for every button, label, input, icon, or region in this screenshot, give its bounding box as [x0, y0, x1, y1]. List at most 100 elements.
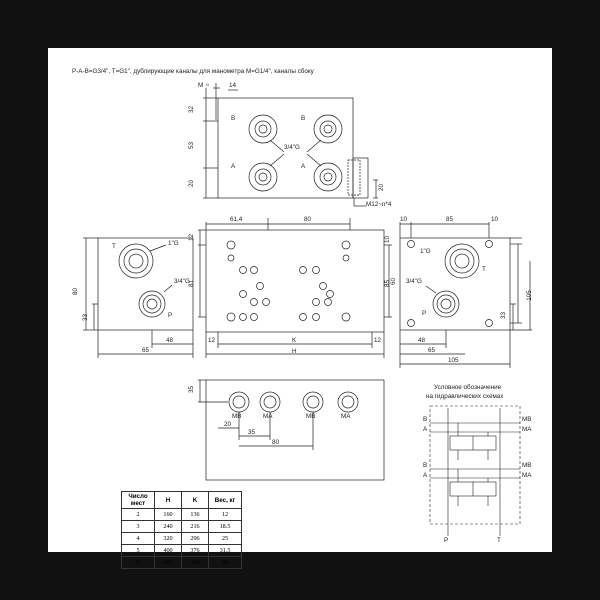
right-dim-48: 48 — [418, 337, 426, 344]
spec-table-header: Число мест H K Вес, кг — [121, 491, 242, 509]
top-port-a-left-label: A — [231, 163, 236, 170]
bottom-port-ma-2-label: MA — [341, 413, 351, 420]
right-dim-10b: 10 — [491, 216, 499, 223]
left-dim-48: 48 — [166, 337, 174, 344]
top-view-body — [217, 97, 354, 199]
top-thread-note: M12~n*4 — [366, 201, 392, 208]
header-h: H — [154, 491, 182, 509]
top-m-label: M — [198, 82, 204, 89]
right-port-t-label: T — [482, 266, 486, 273]
cell: 25 — [208, 532, 242, 545]
left-dim-65: 65 — [142, 347, 150, 354]
top-dim-20a: 20 — [188, 179, 196, 188]
cell: 4 — [121, 532, 155, 545]
symbol-label-t: T — [497, 537, 501, 544]
symbol-label-ma2: MA — [522, 472, 532, 479]
front-dim-61: 61,4 — [230, 216, 243, 223]
front-dim-12a: 12 — [188, 233, 196, 242]
table-row: 4 320 296 25 — [121, 532, 242, 545]
bottom-port-ma-1 — [259, 391, 281, 413]
right-p-thread: 3/4"G — [406, 278, 422, 285]
left-p-thread: 3/4"G — [174, 278, 190, 285]
left-port-t-label: T — [112, 243, 116, 250]
front-holes — [226, 240, 351, 322]
right-dim-85top: 85 — [446, 216, 454, 223]
table-row: 5 400 376 31.5 — [121, 544, 242, 557]
cell: 3 — [121, 520, 155, 533]
symbol-label-b2: B — [423, 462, 428, 469]
top-dim-32: 32 — [188, 105, 196, 114]
bottom-port-mb-2-label: MB — [306, 413, 316, 420]
cell: 240 — [154, 520, 182, 533]
technical-drawing — [83, 83, 532, 536]
top-port-b-left — [248, 114, 278, 144]
cell: 18.5 — [208, 520, 242, 533]
top-dim-53: 53 — [188, 141, 196, 150]
top-port-a-left — [248, 162, 278, 192]
top-dim-20b: 20 — [378, 183, 386, 192]
top-dim-14: 14 — [229, 82, 237, 89]
header-places: Число мест — [121, 491, 155, 509]
bottom-view-body — [205, 379, 385, 481]
left-dim-33: 33 — [82, 313, 90, 322]
cell: 320 — [154, 532, 182, 545]
right-view — [399, 222, 532, 368]
top-port-a-right — [313, 162, 343, 192]
spec-table: Число мест H K Вес, кг 2 160 136 12 3 24… — [121, 491, 242, 569]
right-t-thread: 1"G — [420, 248, 431, 255]
front-dim-k: K — [292, 337, 297, 344]
front-dim-60: 60 — [390, 277, 398, 286]
symbol-label-a2: A — [423, 472, 428, 479]
symbol-label-mb1: MB — [522, 416, 532, 423]
right-port-p — [432, 290, 460, 318]
front-view — [198, 218, 392, 358]
bottom-dim-35b: 35 — [248, 429, 256, 436]
bottom-port-mb-2 — [302, 391, 324, 413]
hydraulic-symbol — [429, 405, 521, 536]
table-row: 2 160 136 12 — [121, 508, 242, 521]
top-port-b-right — [313, 114, 343, 144]
right-dim-10a: 10 — [400, 216, 408, 223]
right-dim-105: 105 — [448, 357, 459, 364]
right-port-p-label: P — [422, 310, 427, 317]
top-m-sub: G — [206, 82, 210, 87]
front-dim-12d: 12 — [374, 337, 382, 344]
bottom-dim-20: 20 — [224, 421, 232, 428]
symbol-title-line1: Условное обозначение — [434, 384, 502, 391]
right-view-body — [399, 237, 511, 331]
symbol-title-line2: на гидравлических схемах — [426, 393, 504, 400]
cell: 160 — [154, 508, 182, 521]
top-port-b-left-label: B — [231, 115, 236, 122]
cell: 136 — [181, 508, 209, 521]
top-view-boss — [352, 157, 369, 199]
symbol-label-p: P — [444, 537, 449, 544]
header-weight: Вес, кг — [208, 491, 242, 509]
left-port-t — [118, 243, 154, 279]
left-t-thread: 1"G — [168, 240, 179, 247]
right-dim-105v: 105 — [525, 290, 533, 301]
drawing-sheet: P-A-B=G3/4", T=G1", дублирующие каналы д… — [48, 48, 552, 569]
left-view-body — [97, 237, 194, 331]
right-dim-33: 33 — [500, 311, 508, 320]
bottom-port-mb-1-label: MB — [232, 413, 242, 420]
cell: 12 — [208, 508, 242, 521]
symbol-label-mb2: MB — [522, 462, 532, 469]
left-port-p — [138, 290, 166, 318]
header-caption: P-A-B=G3/4", T=G1", дублирующие каналы д… — [72, 68, 314, 75]
cell: 376 — [181, 544, 209, 557]
table-row: 3 240 216 18.5 — [121, 520, 242, 533]
bottom-port-mb-1 — [228, 391, 250, 413]
cell: 456 — [181, 556, 209, 569]
right-dim-10c: 10 — [384, 235, 392, 244]
left-view — [83, 237, 194, 358]
front-dim-80: 80 — [304, 216, 312, 223]
bottom-dim-35: 35 — [188, 385, 196, 394]
cell: 216 — [181, 520, 209, 533]
right-port-t — [444, 243, 480, 279]
cell: 38 — [208, 556, 242, 569]
cell: 31.5 — [208, 544, 242, 557]
top-port-b-right-label: B — [301, 115, 306, 122]
symbol-label-b1: B — [423, 416, 428, 423]
symbol-frame — [429, 405, 521, 525]
symbol-label-a1: A — [423, 426, 428, 433]
